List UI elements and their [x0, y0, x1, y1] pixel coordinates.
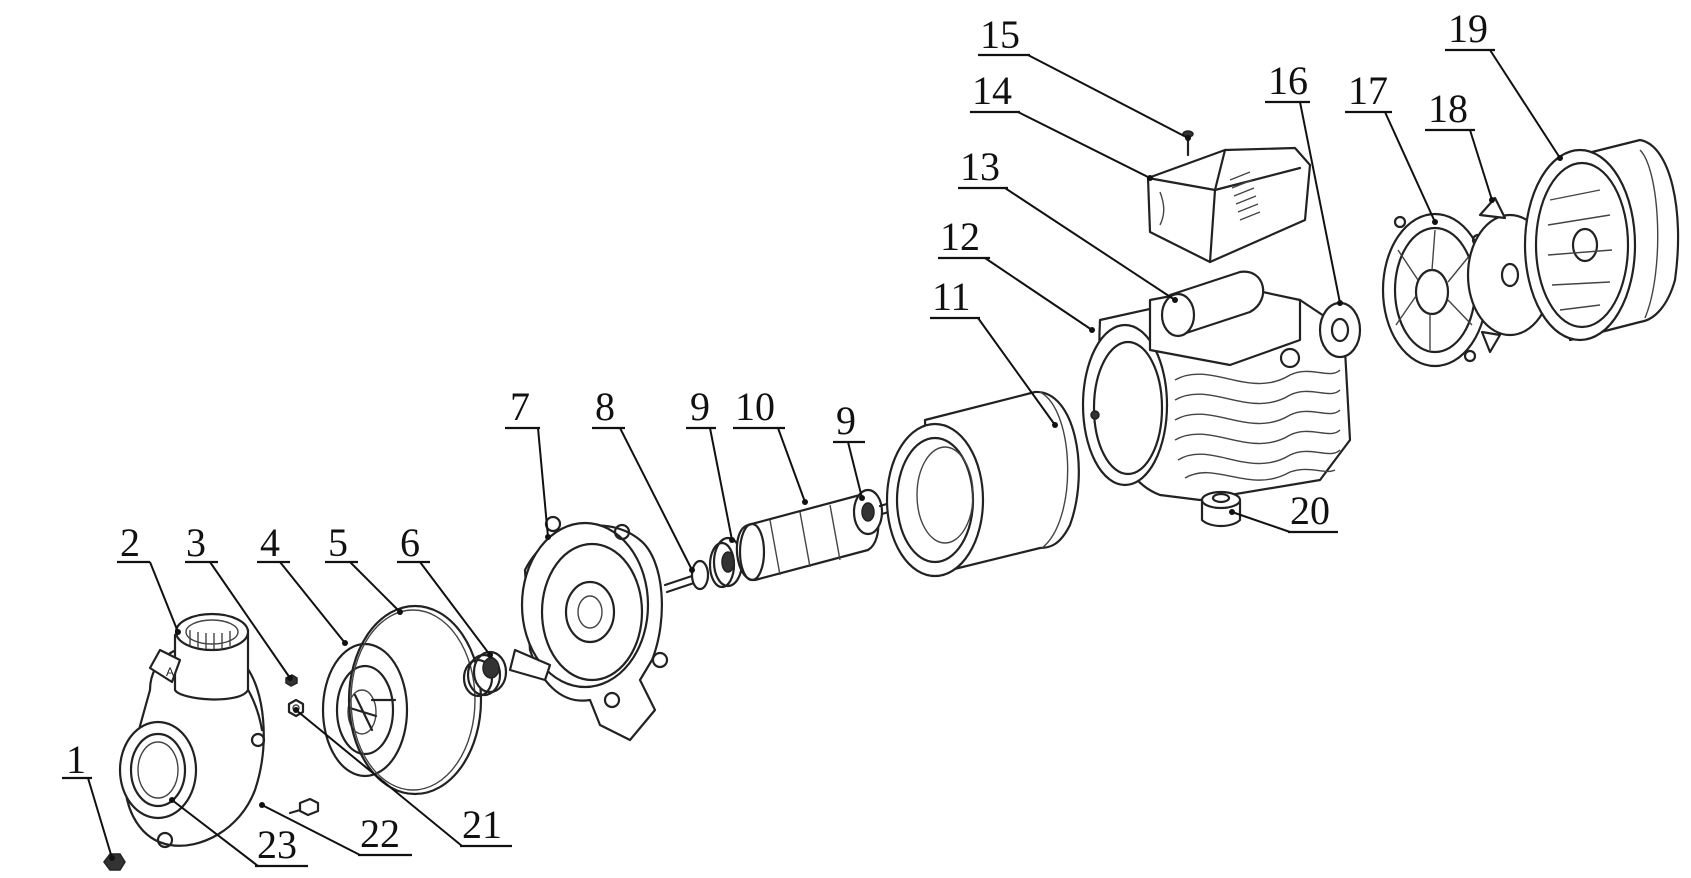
- label-9-rear: 9: [836, 398, 856, 443]
- bolt: [288, 797, 320, 817]
- callout-19: 19: [1445, 6, 1563, 161]
- motor-body: [1081, 283, 1352, 502]
- fan-cover: [1523, 138, 1680, 342]
- terminal-box-cover: [1146, 146, 1312, 264]
- label-20: 20: [1290, 488, 1330, 533]
- callout-7: 7: [505, 384, 551, 540]
- callout-20: 20: [1229, 488, 1338, 534]
- pump-casing: A: [118, 612, 266, 849]
- label-5: 5: [328, 520, 348, 565]
- callout-17: 17: [1345, 68, 1438, 225]
- callout-8: 8: [592, 384, 695, 573]
- label-12: 12: [940, 214, 980, 259]
- callout-9-rear: 9: [833, 398, 865, 501]
- label-7: 7: [510, 384, 530, 429]
- label-22: 22: [360, 811, 400, 856]
- callout-5: 5: [325, 520, 403, 615]
- label-19: 19: [1448, 6, 1488, 51]
- label-21: 21: [462, 802, 502, 847]
- label-2: 2: [120, 520, 140, 565]
- callout-3: 3: [185, 520, 293, 681]
- label-4: 4: [260, 520, 280, 565]
- callout-16: 16: [1265, 58, 1343, 306]
- cover-screw: [1182, 130, 1194, 157]
- stator: [885, 390, 1080, 578]
- callout-9-front: 9: [686, 384, 735, 543]
- label-23: 23: [257, 822, 297, 867]
- callout-22: 22: [259, 802, 412, 857]
- motor-bracket: [508, 515, 669, 742]
- label-16: 16: [1268, 58, 1308, 103]
- callout-15: 15: [978, 12, 1191, 141]
- casing-mark: A: [166, 665, 174, 679]
- callout-2: 2: [117, 520, 181, 635]
- label-3: 3: [186, 520, 206, 565]
- label-13: 13: [960, 144, 1000, 189]
- label-15: 15: [980, 12, 1020, 57]
- callout-1: 1: [62, 737, 115, 861]
- label-11: 11: [932, 274, 971, 319]
- callout-13: 13: [958, 144, 1178, 303]
- label-6: 6: [400, 520, 420, 565]
- callout-10: 10: [733, 384, 808, 505]
- callout-21: 21: [293, 707, 512, 848]
- label-9-front: 9: [690, 384, 710, 429]
- callout-11: 11: [930, 274, 1058, 428]
- rotor: [735, 493, 880, 582]
- rubber-foot: [1200, 490, 1242, 528]
- callout-4: 4: [257, 520, 348, 646]
- label-10: 10: [735, 384, 775, 429]
- washer: [1318, 301, 1362, 359]
- label-1: 1: [66, 737, 86, 782]
- callout-12: 12: [938, 214, 1095, 333]
- callout-18: 18: [1425, 86, 1495, 203]
- callout-14: 14: [970, 68, 1153, 181]
- rotor-shaft: [663, 559, 710, 594]
- label-8: 8: [595, 384, 615, 429]
- casing-gasket: [347, 604, 483, 796]
- callout-23: 23: [169, 797, 308, 868]
- label-14: 14: [972, 68, 1012, 113]
- callout-6: 6: [397, 520, 493, 658]
- label-17: 17: [1348, 68, 1388, 113]
- label-18: 18: [1428, 86, 1468, 131]
- mechanical-seal: [462, 650, 508, 698]
- capacitor: [1160, 270, 1265, 338]
